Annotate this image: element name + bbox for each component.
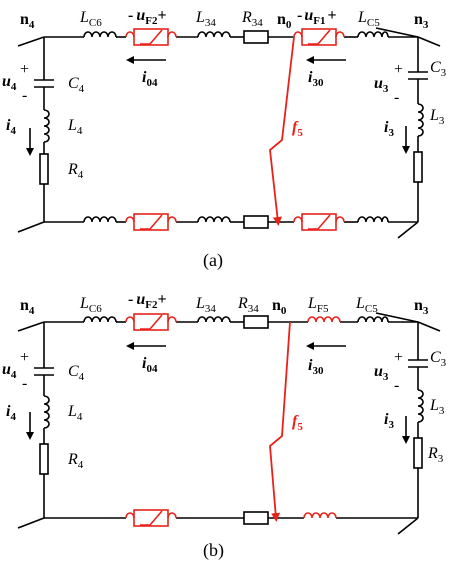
label-i4: i4 [6,117,16,137]
resistor-r34 [243,30,269,44]
label-lc5: LC5 [357,9,380,29]
label-f5-b: f5 [292,413,303,433]
label-l4-b: L4 [67,403,83,423]
label-r3-b: R3 [427,445,444,465]
label-u4-b: u4 [2,361,17,381]
surge-arrester-f2 [125,28,177,46]
label-l34: L34 [195,9,216,29]
left-branch [34,37,54,222]
label-c4-b: C4 [68,363,85,383]
label-lc6: LC6 [79,9,102,29]
label-c3: C3 [430,59,447,79]
label-i30: i30 [308,69,324,89]
label-lc5-b: LC5 [355,295,378,315]
bottom-rail-b [17,511,419,535]
node-n4: n4 [20,11,35,31]
label-uf1: -uF1+ [297,7,337,27]
surge-arrester-f2-b [125,313,177,331]
label-u4-plus: + [20,61,29,78]
label-i04-b: i04 [142,355,158,375]
label-u3-minus: - [394,89,399,106]
top-rail-b [17,312,441,332]
label-u3-plus: + [394,61,403,78]
label-u4-minus-b: - [22,375,27,392]
label-r4: R4 [67,161,84,181]
bottom-arrester-f2 [125,213,177,231]
node-n0: n0 [277,11,292,31]
surge-arrester-f1 [293,28,345,46]
label-uf2: -uF2+ [128,7,167,27]
label-u4-minus: - [22,87,27,104]
bottom-arrester-f1 [293,213,345,231]
node-n3-b: n3 [414,297,429,317]
label-f5: f5 [292,119,303,139]
label-u3-b: u3 [374,363,389,383]
label-l4: L4 [67,117,83,137]
label-r34: R34 [241,9,263,29]
inductor-lc6 [83,31,117,38]
fault-path-f5 [269,36,295,226]
label-lc6-b: LC6 [79,295,102,315]
label-u4: u4 [2,73,17,93]
label-i04: i04 [142,69,158,89]
label-l3: L3 [429,107,445,127]
fault-path-f5-b [269,321,291,522]
top-rail [17,27,441,47]
bottom-arrester-f2-b [125,509,177,527]
panel-b: n4 n0 n3 LC6 -uF2+ L34 R34 LF5 LC5 i04 i… [2,291,447,561]
label-l34-b: L34 [195,295,216,315]
label-lf5: LF5 [307,295,329,315]
label-l3-b: L3 [429,397,445,417]
label-u4-plus-b: + [20,349,29,366]
caption-b: (b) [203,540,224,561]
left-branch-b [34,322,54,518]
label-c4: C4 [68,75,85,95]
right-branch-b [408,322,428,518]
caption-a: (a) [203,250,223,271]
panel-a: n4 n0 n3 LC6 -uF2+ L34 R34 -uF1+ LC5 i04… [2,7,447,271]
node-n0-b: n0 [272,297,287,317]
right-branch [408,37,428,222]
label-u3: u3 [374,75,389,95]
label-r4-b: R4 [67,451,84,471]
node-n3: n3 [414,11,429,31]
inductor-lf5 [307,316,341,323]
label-u3-plus-b: + [394,349,403,366]
bottom-inductor-lf5 [303,512,337,519]
node-n4-b: n4 [20,297,35,317]
label-i4-b: i4 [6,403,16,423]
label-i3: i3 [384,119,394,139]
label-u3-minus-b: - [394,377,399,394]
label-i30-b: i30 [308,357,324,377]
label-i3-b: i3 [384,411,394,431]
label-r34-b: R34 [237,295,259,315]
bottom-rail [17,215,419,239]
label-c3-b: C3 [430,349,447,369]
label-uf2-b: -uF2+ [128,291,167,311]
inductor-l34 [197,31,231,38]
inductor-lc5 [357,31,389,38]
